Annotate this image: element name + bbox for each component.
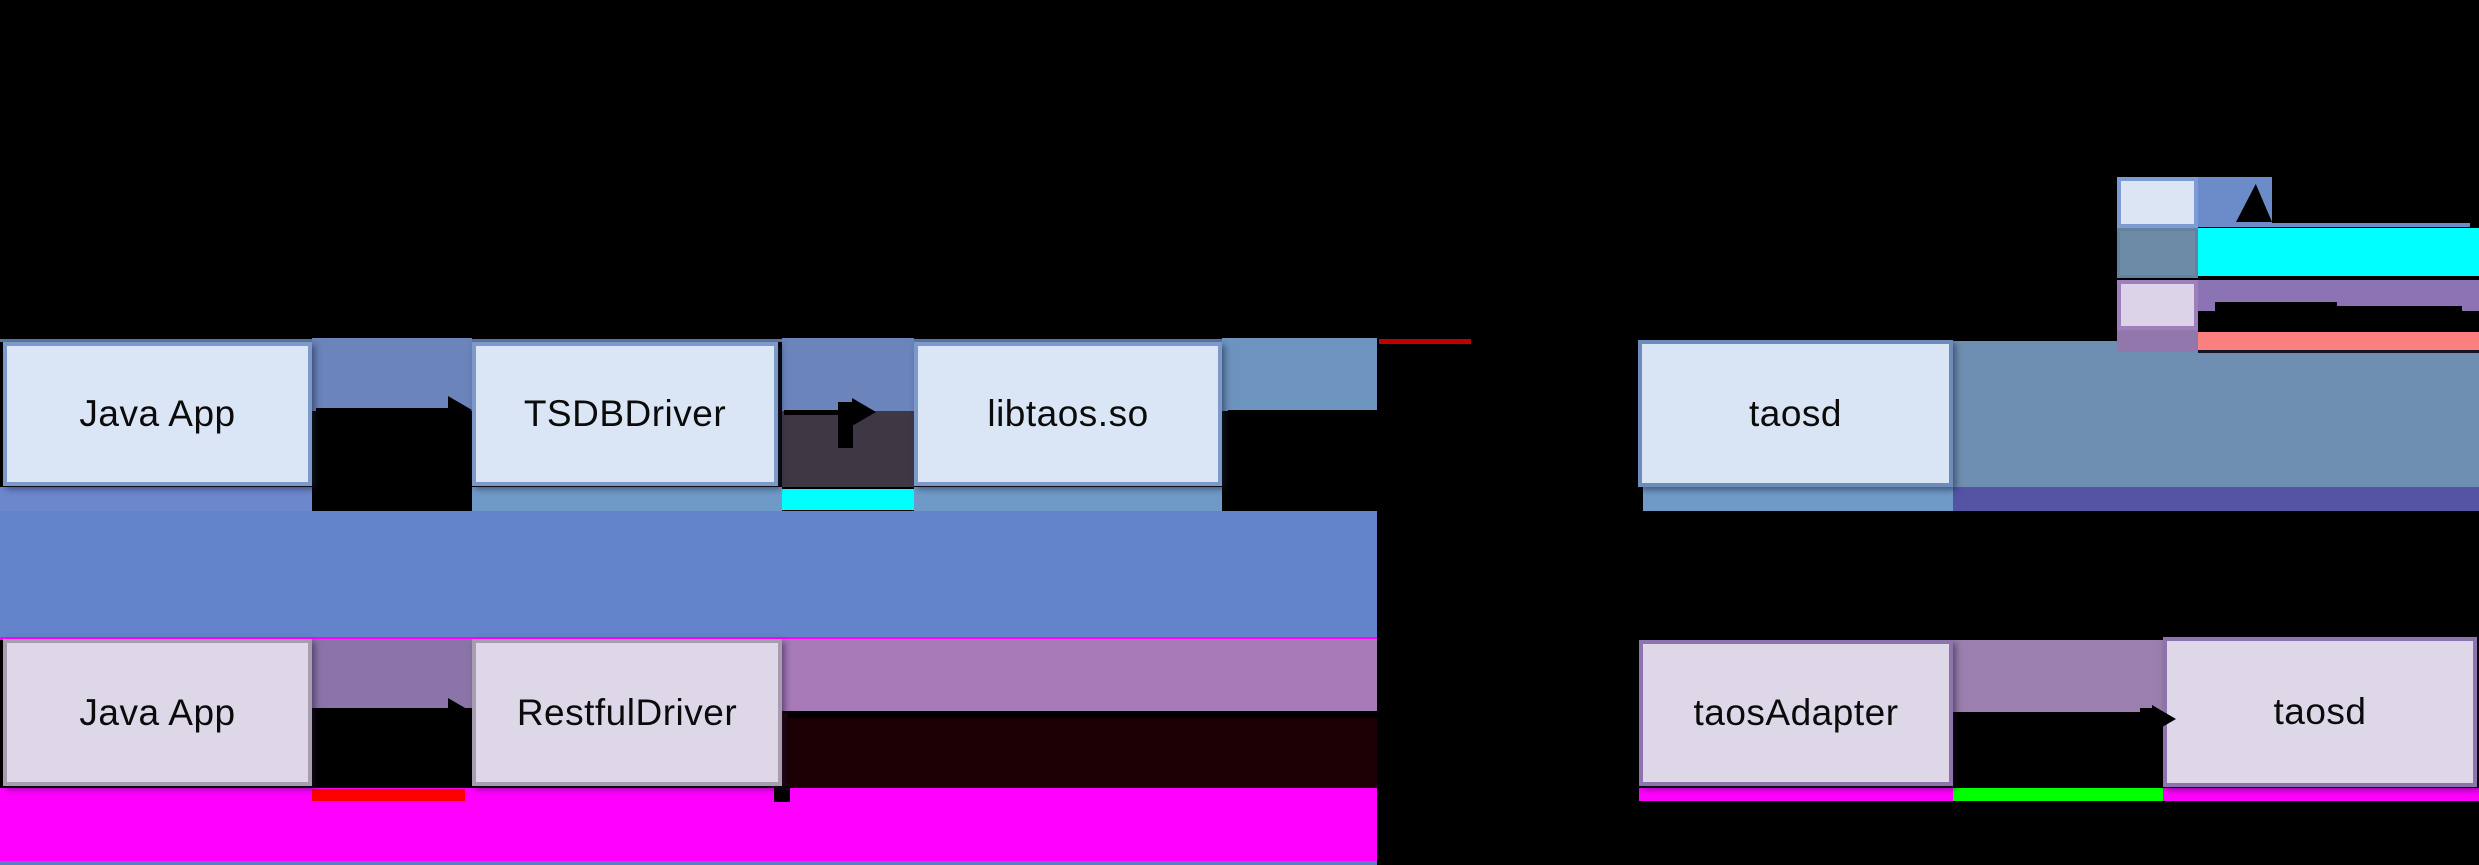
green-strip bbox=[1953, 788, 2163, 801]
libtaos-box: libtaos.so bbox=[914, 342, 1222, 486]
steel-region-right-of-taosd bbox=[1953, 341, 2479, 487]
taosadapter-label: taosAdapter bbox=[1693, 692, 1899, 733]
arrow-java-to-tsdb-line bbox=[316, 408, 452, 413]
strip-under-tsdbdriver bbox=[472, 487, 782, 511]
java-app-jni-label: Java App bbox=[79, 393, 236, 434]
legend-bar-salmon bbox=[2198, 332, 2479, 353]
arrow-tsdb-to-libtaos-head-icon bbox=[852, 398, 876, 426]
java-app-box-jni: Java App bbox=[3, 342, 312, 486]
strip-under-taosd-jni bbox=[1643, 487, 1953, 511]
tsdbdriver-box: TSDBDriver bbox=[472, 342, 778, 486]
legend-swatch-1 bbox=[2117, 177, 2198, 228]
gap-patch-java-tsdb bbox=[312, 338, 472, 411]
arrow-tsdb-to-libtaos-bar bbox=[838, 402, 853, 448]
arrow-restful-to-adapter-line bbox=[788, 713, 1616, 718]
legend-swatch-4 bbox=[2117, 330, 2198, 352]
java-app-box-rest: Java App bbox=[3, 639, 312, 786]
taosd-box-jni: taosd bbox=[1638, 340, 1953, 487]
bottom-blue-line bbox=[0, 861, 1377, 865]
arrow-java-to-restful-head-icon bbox=[448, 698, 472, 726]
arrow-restful-to-adapter-head-icon bbox=[1612, 701, 1636, 729]
legend-row3-glyph-a bbox=[2215, 302, 2337, 328]
gap-patch-tsdb-libtaos bbox=[782, 338, 914, 411]
arrow-libtaos-to-taosd-head-icon bbox=[1614, 398, 1638, 426]
legend-row1-underline bbox=[2198, 223, 2470, 227]
java-app-rest-label: Java App bbox=[79, 691, 236, 733]
purple-gap-adapter-taosd bbox=[1953, 640, 2163, 712]
strip-under-java-app-jni bbox=[0, 487, 312, 512]
cyan-strip bbox=[782, 489, 914, 510]
red-strip bbox=[312, 789, 465, 801]
taosd-rest-label: taosd bbox=[2273, 691, 2367, 732]
top-band-edge-line bbox=[0, 339, 1377, 342]
libtaos-label: libtaos.so bbox=[987, 393, 1149, 434]
strip-under-libtaos bbox=[914, 487, 1222, 511]
arrow-adapter-to-taosd-line bbox=[1958, 716, 2142, 722]
legend-row3-glyph-b bbox=[2330, 306, 2462, 330]
steel-patch-right-of-libtaos bbox=[1222, 338, 1377, 411]
middle-band-magenta-line bbox=[0, 637, 1377, 640]
tsdbdriver-label: TSDBDriver bbox=[523, 393, 727, 434]
arrow-adapter-to-taosd-bar bbox=[2140, 708, 2154, 736]
restfuldriver-box: RestfulDriver bbox=[472, 639, 782, 786]
purple-gap-java-restful bbox=[312, 639, 472, 708]
black-notch-under-restful bbox=[774, 786, 790, 802]
magenta-band bbox=[0, 788, 1377, 862]
middle-blue-band bbox=[0, 511, 1377, 638]
taosd-jni-label: taosd bbox=[1748, 392, 1842, 434]
arrow-java-to-restful-line bbox=[316, 710, 452, 715]
indigo-strip bbox=[1953, 487, 2479, 511]
taosadapter-box: taosAdapter bbox=[1639, 640, 1953, 786]
legend-swatch-2 bbox=[2117, 228, 2198, 278]
arrow-tsdb-to-libtaos-line bbox=[784, 410, 842, 415]
mauve-band-right-of-restful bbox=[782, 639, 1377, 711]
legend-bar-cyan bbox=[2198, 228, 2479, 276]
dark-maroon-band bbox=[782, 713, 1377, 788]
legend-swatch-3 bbox=[2117, 280, 2198, 330]
dark-red-line bbox=[1379, 339, 1471, 344]
arrow-libtaos-to-taosd-line bbox=[1228, 410, 1622, 415]
arrow-java-to-tsdb-head-icon bbox=[448, 396, 472, 424]
taosd-box-rest: taosd bbox=[2163, 637, 2477, 787]
restfuldriver-label: RestfulDriver bbox=[516, 691, 738, 733]
arrow-adapter-to-taosd-head-icon bbox=[2152, 705, 2176, 733]
